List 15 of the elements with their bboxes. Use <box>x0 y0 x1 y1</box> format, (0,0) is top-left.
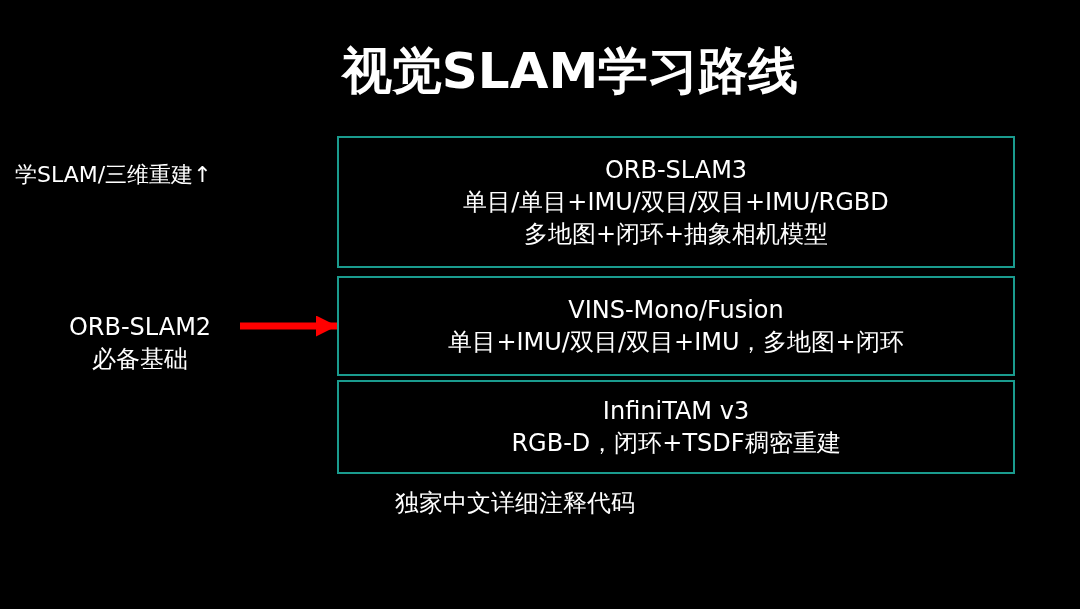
system-box <box>337 276 1015 376</box>
title: 视觉SLAM学习路线 <box>340 41 800 102</box>
box-text: 多地图+闭环+抽象相机模型 <box>523 219 829 250</box>
box-heading: VINS-Mono/Fusion <box>568 295 784 326</box>
caption-text: 学SLAM/三维重建↑ <box>15 161 212 189</box>
note-text: 独家中文详细注释代码 <box>395 488 635 519</box>
box-heading: ORB-SLAM2 <box>68 312 212 343</box>
box-text: RGB-D，闭环+TSDF稠密重建 <box>511 428 841 459</box>
box-text: 单目+IMU/双目/双目+IMU，多地图+闭环 <box>448 327 904 358</box>
system-box <box>337 380 1015 474</box>
box-text: 单目/单目+IMU/双目/双目+IMU/RGBD <box>463 187 889 218</box>
box-heading: InfiniTAM v3 <box>602 396 750 427</box>
system-box <box>337 136 1015 268</box>
box-heading: ORB-SLAM3 <box>604 155 748 186</box>
box-text: 必备基础 <box>92 344 188 375</box>
